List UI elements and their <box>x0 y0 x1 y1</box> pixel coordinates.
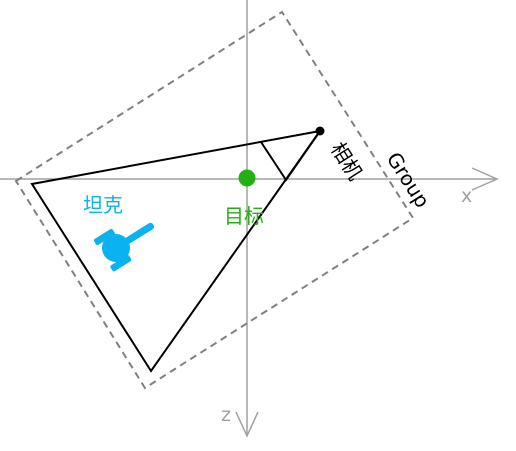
group-boundary <box>14 10 415 390</box>
near-plane <box>260 130 321 182</box>
tank-turret <box>102 234 130 262</box>
tank-icon <box>93 222 155 272</box>
z-axis-label: z <box>221 404 231 426</box>
camera-dot-icon <box>315 126 325 136</box>
target: 目标 <box>224 169 264 228</box>
camera-label: 相机 <box>326 138 368 185</box>
tank-track-top <box>93 228 115 246</box>
x-axis-arrowhead <box>471 167 499 191</box>
tank-label: 坦克 <box>83 193 123 217</box>
tank: 坦克 <box>83 193 155 272</box>
group-label: Group <box>382 148 435 212</box>
target-label: 目标 <box>224 204 264 228</box>
frustum-triangle <box>30 129 323 373</box>
x-axis-label: x <box>461 185 472 207</box>
camera-frustum: 相机 <box>30 126 368 373</box>
z-axis-arrowhead <box>235 411 259 438</box>
target-dot-icon <box>238 169 256 187</box>
tank-track-bottom <box>110 255 132 272</box>
